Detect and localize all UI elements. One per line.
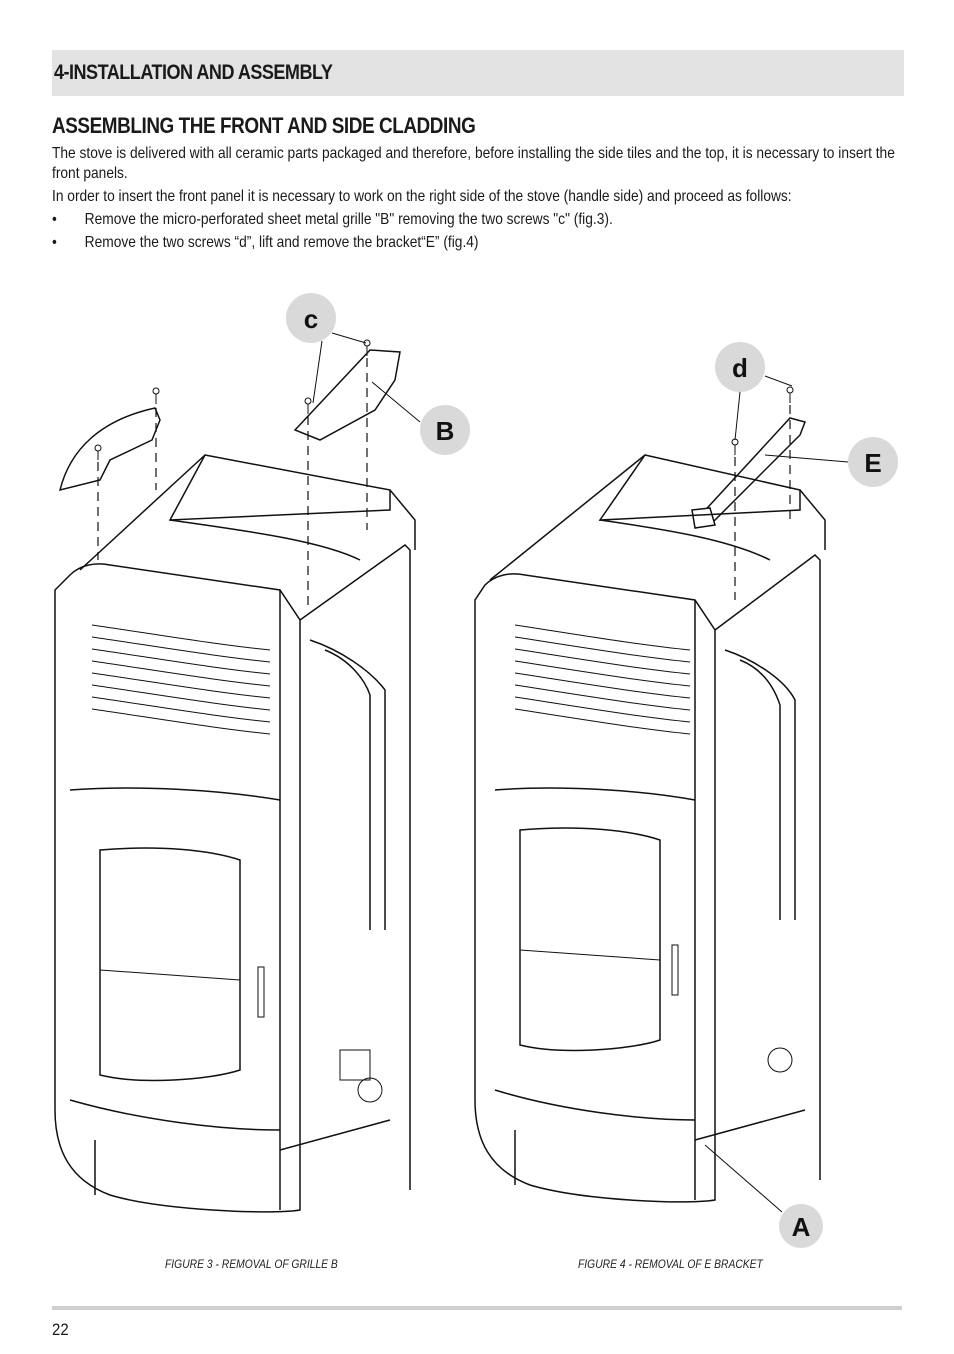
bullet-marker: • [52,234,57,251]
list-item: • Remove the two screws “d”, lift and re… [52,233,654,256]
pump-icon [357,1077,383,1103]
list-item: • Remove the micro-perforated sheet meta… [52,210,654,233]
side-pipe [724,649,796,920]
callout-d: d [715,342,793,441]
procedure-steps: • Remove the micro-perforated sheet meta… [52,210,752,256]
step-text: Remove the two screws “d”, lift and remo… [84,234,479,251]
callout-letter-a: A [792,1212,811,1242]
procedure-paragraph: In order to insert the front panel it is… [52,188,792,205]
screw-icon [786,386,794,403]
callout-letter-e: E [864,448,881,478]
door-handle [257,966,265,1018]
door-handle [671,944,679,996]
footer-rule [52,1306,902,1310]
screw-icon [363,339,371,356]
figure-3-caption: FIGURE 3 - REMOVAL OF GRILLE B [165,1257,338,1271]
stove-body [474,573,716,1203]
subsection-title: ASSEMBLING THE FRONT AND SIDE CLADDING [52,113,476,138]
section-title: 4-INSTALLATION AND ASSEMBLY [54,61,333,84]
side-pipe [309,639,386,930]
callout-circle [715,342,765,392]
callout-circle [779,1204,823,1248]
callout-letter-c: c [304,304,318,334]
top-block [168,454,391,521]
stove-door [519,827,661,1052]
figure-4-caption: FIGURE 4 - REMOVAL OF E BRACKET [578,1257,763,1271]
callout-e: E [764,437,898,487]
callout-circle [848,437,898,487]
callout-b: B [371,381,470,455]
callout-a: A [704,1144,823,1248]
screw-icon [152,387,160,404]
section-header-bar: 4-INSTALLATION AND ASSEMBLY [52,50,904,96]
step-text: Remove the micro-perforated sheet metal … [84,211,613,228]
intro-paragraph: The stove is delivered with all ceramic … [52,145,895,182]
front-grille [91,624,271,735]
bullet-marker: • [52,211,57,228]
stove-body [54,563,301,1213]
figure-3-drawing [54,339,416,1213]
callout-circle [420,405,470,455]
stove-door [99,847,241,1082]
figure-4-drawing [474,386,826,1203]
front-grille [514,624,691,735]
pump-icon [767,1047,793,1073]
screw-icon [304,397,312,414]
callout-letter-d: d [732,353,748,383]
callout-c: c [286,293,367,404]
callout-circle [286,293,336,343]
left-top-panel [58,407,161,492]
screw-icon [94,444,102,460]
grille-b [293,349,401,441]
page-number: 22 [52,1320,69,1339]
callout-letter-b: B [436,416,455,446]
